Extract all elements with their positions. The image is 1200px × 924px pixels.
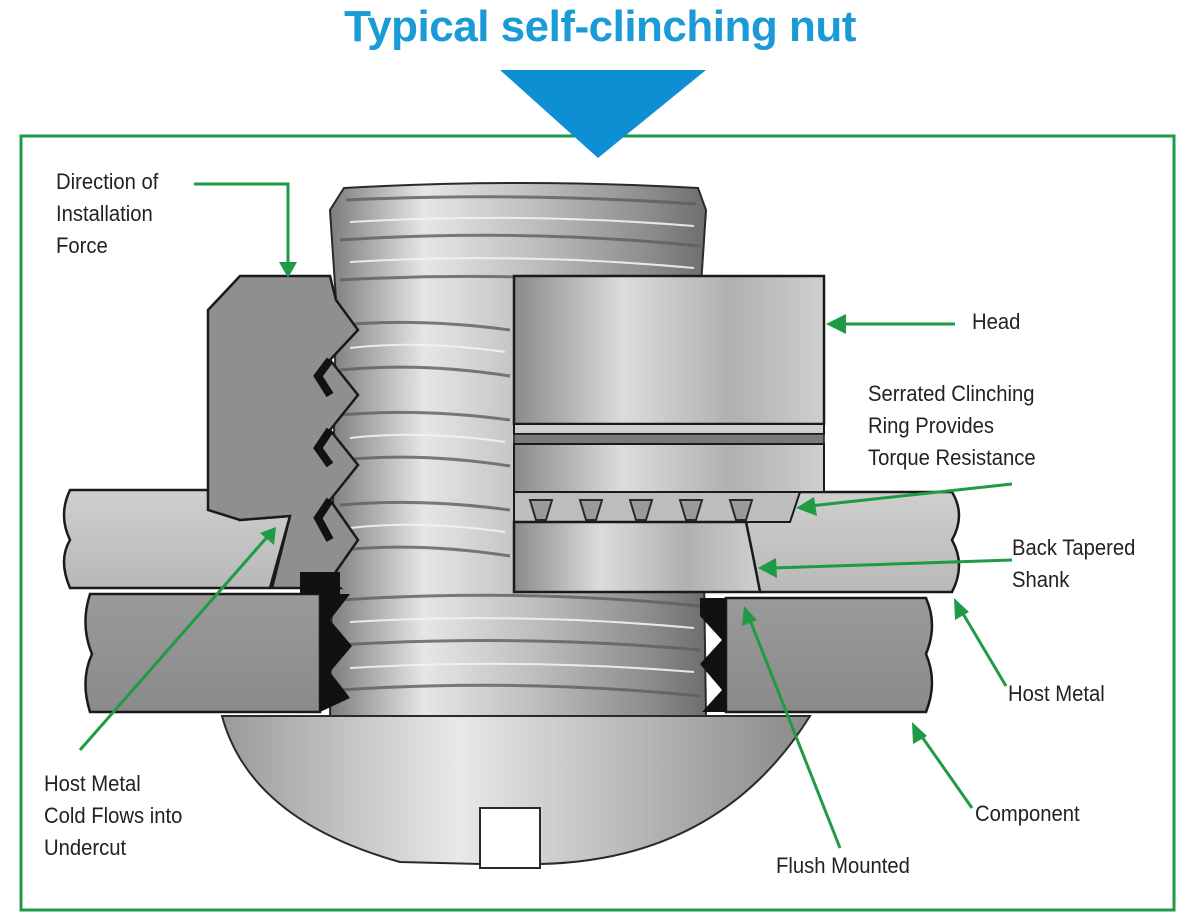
component-plate-right: [724, 596, 934, 714]
label-host-metal: Host Metal: [1008, 681, 1105, 706]
label-head: Head: [972, 309, 1021, 334]
screw-slot: [479, 807, 541, 869]
component-plate-left: [84, 592, 322, 714]
arrowheads: [260, 262, 969, 744]
label-cold-flows: Host Metal Cold Flows into Undercut: [44, 771, 183, 860]
page-title: Typical self-clinching nut: [344, 2, 856, 51]
serrated-clinching-ring: [513, 491, 802, 523]
component-thread-left: [320, 594, 352, 712]
direction-arrow-icon: [500, 70, 706, 158]
label-installation-force: Direction of Installation Force: [56, 169, 159, 258]
label-component: Component: [975, 801, 1080, 826]
leader-lines: [78, 182, 1013, 849]
label-back-tapered-shank: Back Tapered Shank: [1012, 535, 1136, 592]
bolt-threads: [339, 195, 701, 698]
label-serrated-ring: Serrated Clinching Ring Provides Torque …: [868, 381, 1036, 470]
label-flush-mounted: Flush Mounted: [776, 853, 910, 878]
component-thread-right: [700, 598, 726, 712]
back-tapered-shank: [512, 520, 762, 594]
nut-head: [512, 274, 826, 426]
